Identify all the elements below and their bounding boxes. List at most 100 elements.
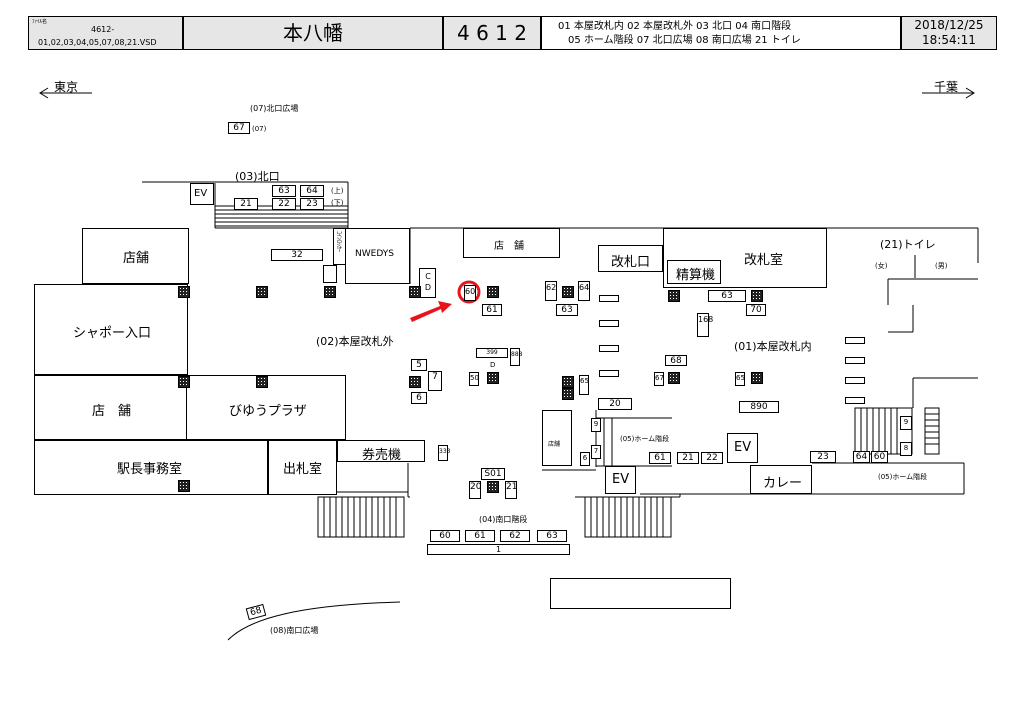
toilet-female: (女) (875, 262, 888, 270)
tag-63-mid: 63 (556, 304, 578, 316)
tag-333: 333 (438, 445, 450, 461)
tag-60-low: 60 (871, 451, 888, 463)
pillar (409, 286, 421, 298)
area-minami-kaidan: (04)南口階段 (479, 515, 528, 524)
biyu-label: びゆうプラザ (229, 404, 307, 419)
tag-20-low: 20 (469, 481, 481, 499)
tag-up: (上) (331, 187, 344, 195)
ev-right: EV (727, 433, 758, 463)
tag-61-low: 61 (649, 452, 671, 464)
tag-60-bottom: 60 (430, 530, 460, 542)
area-honya-kaisatsu-nai: (01)本屋改札内 (734, 340, 812, 353)
shop-left-label: 店 舗 (92, 404, 132, 419)
ev-north: EV (190, 183, 214, 205)
tag-23-top: 23 (300, 198, 324, 210)
ekicho-label: 駅長事務室 (117, 462, 183, 477)
tag-64-low: 64 (853, 451, 870, 463)
tag-s01: S01 (481, 468, 505, 480)
ticket-gate (599, 295, 619, 302)
shop-center: 店 舗 (463, 228, 560, 258)
curry-shop: カレー (750, 465, 812, 494)
pillar (562, 376, 574, 388)
tag-20-mid: 20 (598, 398, 632, 410)
area-honya-kaisatsu-gai: (02)本屋改札外 (316, 335, 394, 348)
direction-east: 千葉 (934, 80, 959, 94)
area-kitaguchi: (03)北口 (235, 170, 280, 183)
coin-locker-label: ｺｲﾝﾛｯｶｰ (335, 231, 342, 253)
tag-9: 9 (591, 418, 601, 432)
tag-21-low: 21 (677, 452, 699, 464)
tag-8-right: 8 (900, 442, 912, 456)
area-toilet: (21)トイレ (880, 238, 936, 251)
tag-63-bottom: 63 (537, 530, 567, 542)
cd-label: C D (424, 272, 432, 292)
legend-line-2: 05 ホーム階段 07 北口広場 08 南口広場 21 トイレ (568, 35, 801, 46)
locker-small (323, 265, 337, 283)
tag-61-bottom: 61 (465, 530, 495, 542)
toilet-male: (男) (935, 262, 948, 270)
tag-50: 50 (469, 372, 479, 386)
pillar (487, 286, 499, 298)
ekicho-office: 駅長事務室 (34, 440, 268, 495)
kaisatsuguchi: 改札口 (598, 245, 663, 272)
shop-top-left-label: 店舗 (123, 251, 150, 266)
pillar (562, 286, 574, 298)
tag-21-top: 21 (234, 198, 258, 210)
time: 18:54:11 (922, 33, 976, 47)
pillar (751, 372, 763, 384)
pillar (256, 376, 268, 388)
tag-down: (下) (331, 199, 344, 207)
pillar (668, 372, 680, 384)
area-home-kaidan-right: (05)ホーム階段 (878, 473, 928, 481)
tag-d: D (490, 361, 496, 369)
shabo-entrance: シャポー入口 (34, 284, 188, 375)
tag-67-north: 67 (228, 122, 250, 134)
ev-right-label: EV (734, 440, 752, 455)
shussatsu-room: 出札室 (268, 440, 337, 495)
pillar (751, 290, 763, 302)
ticket-gate (845, 337, 865, 344)
file-label: ﾌｧｲﾙ名 (32, 19, 48, 25)
area-minami-hiroba: (08)南口広場 (270, 626, 319, 635)
seisanki-label: 精算機 (676, 268, 716, 283)
file-info-box: ﾌｧｲﾙ名 4612- 01,02,03,04,05,07,08,21.VSD (28, 16, 183, 50)
shussatsu-label: 出札室 (283, 462, 323, 477)
pillar (256, 286, 268, 298)
area-home-kaidan-left: (05)ホーム階段 (620, 435, 670, 443)
coin-locker: ｺｲﾝﾛｯｶｰ (333, 228, 346, 265)
direction-west: 東京 (54, 80, 79, 94)
pillar (178, 376, 190, 388)
shop-small: 店舗 (542, 410, 572, 466)
shabo-label: シャポー入口 (73, 326, 152, 341)
tag-65-a: 65 (579, 375, 589, 395)
ticket-gate (845, 357, 865, 364)
tag-890: 890 (739, 401, 779, 413)
ticket-machine: 券売機 (337, 440, 425, 463)
area-legend-box: 01 本屋改札内 02 本屋改札外 03 北口 04 南口階段 05 ホーム階段… (541, 16, 901, 50)
pillar (487, 372, 499, 384)
station-name-box: 本八幡 (183, 16, 443, 50)
tag-399: 399 (476, 348, 508, 358)
ev-north-label: EV (194, 188, 208, 199)
pillar (668, 290, 680, 302)
tag-63-top: 63 (272, 185, 296, 197)
curry-label: カレー (763, 476, 803, 491)
station-code-box: 4 6 1 2 (443, 16, 541, 50)
tag-68: 68 (665, 355, 687, 366)
nwedys-label: NWEDYS (355, 249, 394, 259)
tag-168: 168 (697, 313, 713, 337)
tag-22-low: 22 (701, 452, 723, 464)
tag-1-bottom: 1 (427, 544, 570, 555)
tag-21-south: 21 (505, 481, 517, 499)
tag-07: (07) (252, 125, 267, 133)
tag-7b: 7 (591, 445, 601, 459)
tag-6b: 6 (580, 452, 590, 466)
shop-left: 店 舗 (34, 375, 188, 440)
tag-888: 888 (510, 348, 522, 366)
ticket-gate (845, 397, 865, 404)
tag-22-top: 22 (272, 198, 296, 210)
shop-small-label: 店舗 (548, 441, 561, 448)
south-blank-box (550, 578, 731, 609)
pillar (324, 286, 336, 298)
